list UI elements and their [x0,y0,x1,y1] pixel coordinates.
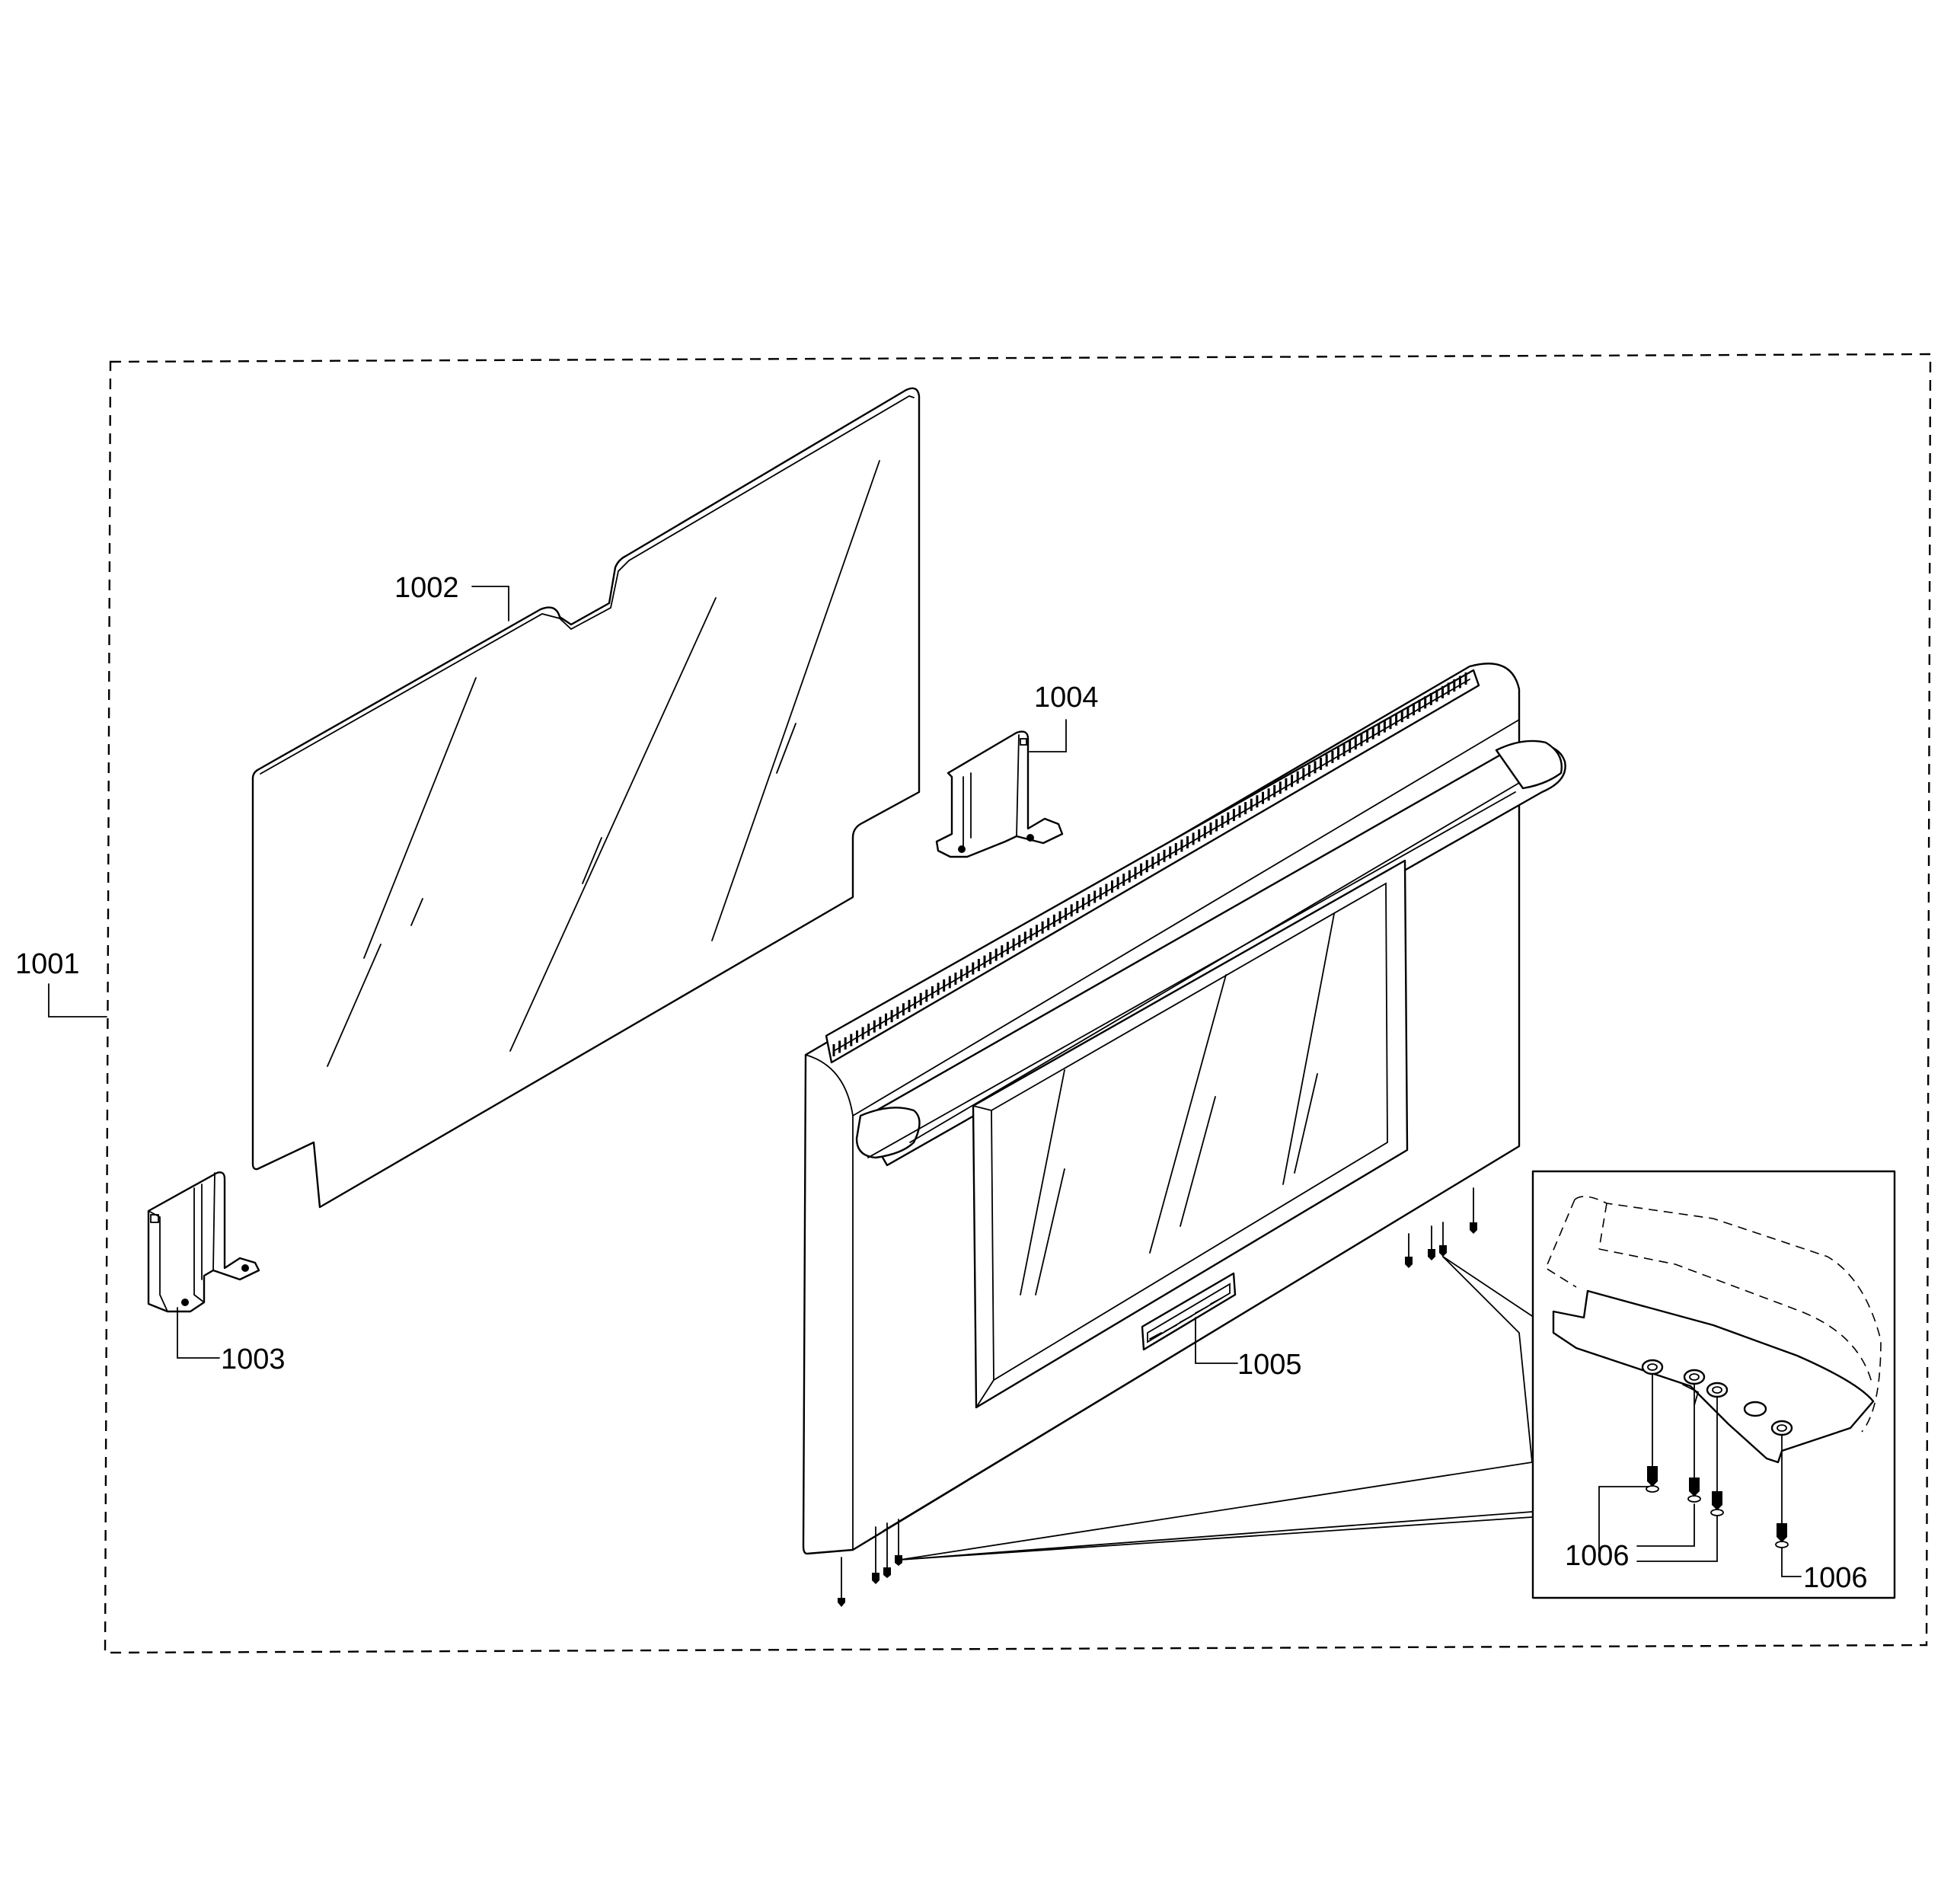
left-bracket-part: 1003 [147,1171,286,1375]
callout-1001: 1001 [15,948,107,1017]
right-bracket-part: 1004 [935,682,1099,858]
callout-label-1001: 1001 [15,948,80,980]
vent-slots [832,672,1467,1056]
detail-inset: 1006 1006 [1531,1170,1896,1599]
callout-label-1006-a: 1006 [1565,1540,1630,1572]
callout-label-1006-b: 1006 [1803,1562,1868,1594]
callout-label-1003: 1003 [221,1343,286,1375]
assembly-boundary [104,353,1932,1654]
callout-label-1004: 1004 [1034,682,1099,714]
callout-label-1002: 1002 [394,572,459,604]
door-screws [838,1187,1535,1607]
oven-door-part: 1005 [802,663,1566,1555]
glass-panel-part: 1002 [251,387,921,1209]
callout-label-1005: 1005 [1237,1349,1302,1381]
